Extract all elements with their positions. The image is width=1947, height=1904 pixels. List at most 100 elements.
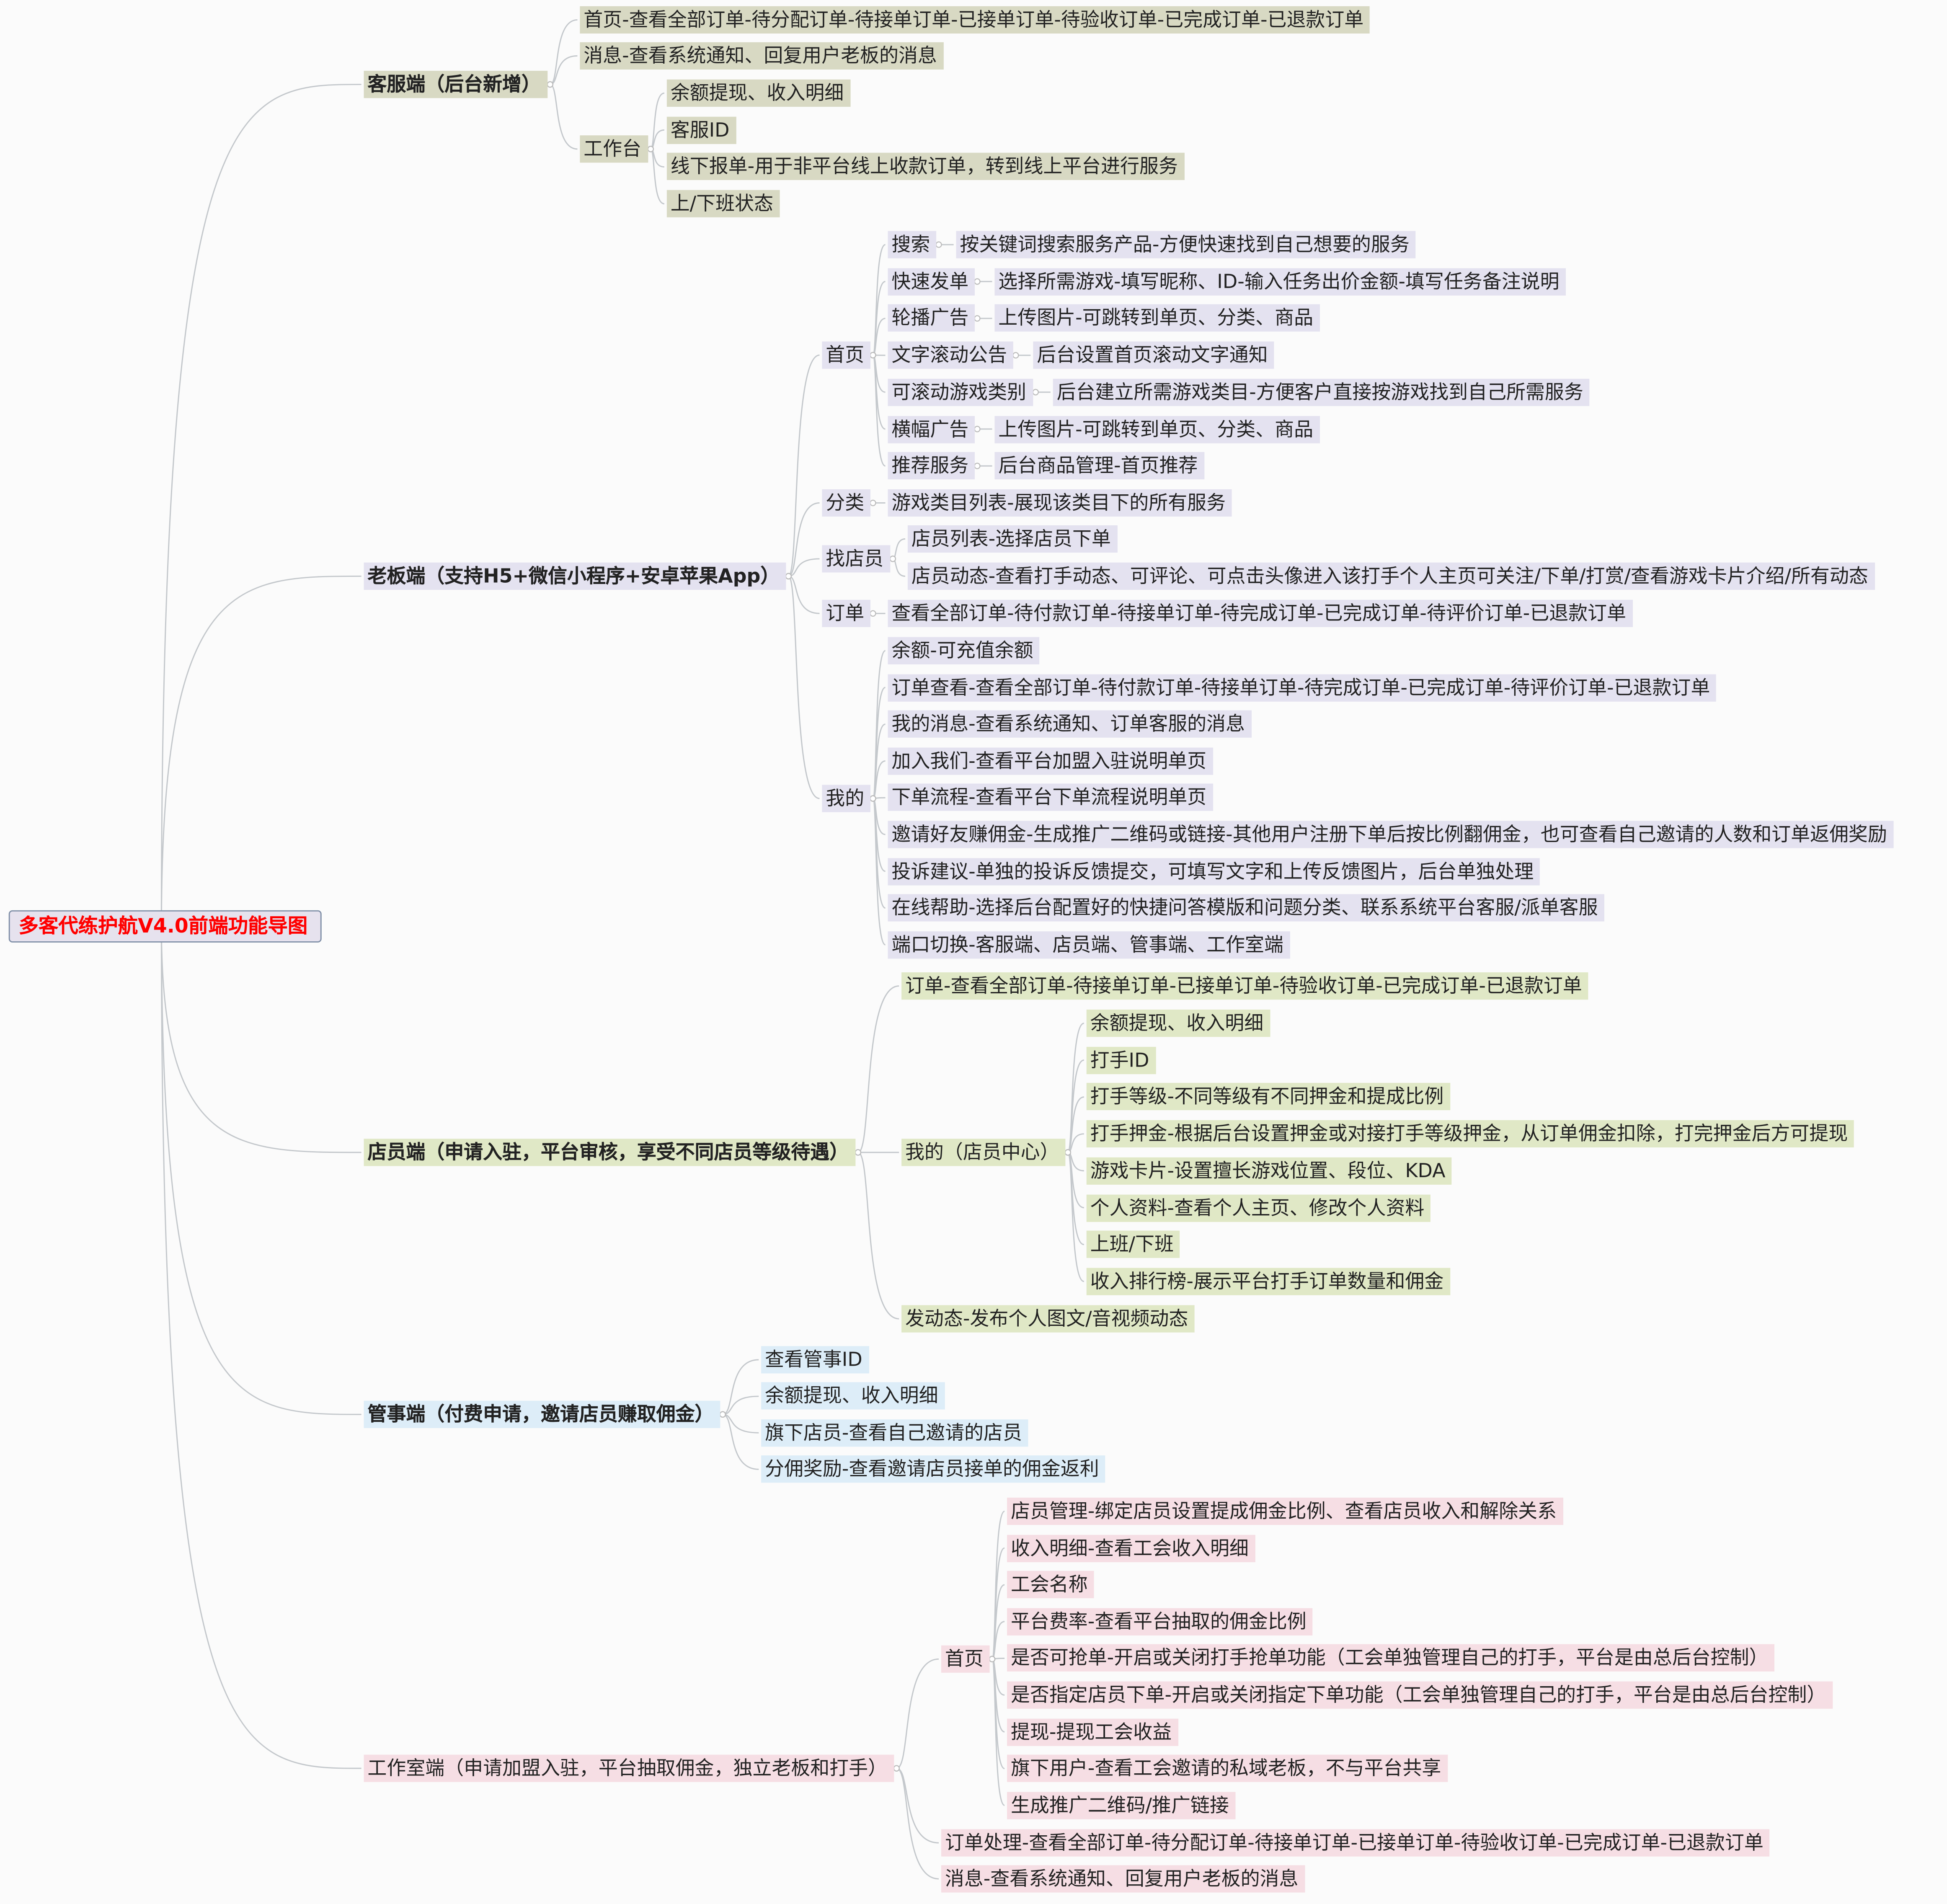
subtopic[interactable]: 轮播广告	[888, 305, 975, 332]
leaf-topic[interactable]: 旗下用户-查看工会邀请的私域老板，不与平台共享	[1007, 1755, 1448, 1783]
subtopic[interactable]: 订单	[822, 599, 871, 627]
leaf-topic[interactable]: 线下报单-用于非平台线上收款订单，转到线上平台进行服务	[666, 153, 1184, 181]
connector-line	[896, 1658, 939, 1769]
collapse-toggle-icon[interactable]	[547, 81, 553, 88]
leaf-topic[interactable]: 首页-查看全部订单-待分配订单-待接单订单-已接单订单-待验收订单-已完成订单-…	[580, 6, 1370, 34]
leaf-topic[interactable]: 旗下店员-查看自己邀请的店员	[761, 1419, 1028, 1447]
connector-line	[722, 1413, 759, 1470]
collapse-toggle-icon[interactable]	[719, 1411, 726, 1418]
connector-line	[992, 1658, 1005, 1733]
leaf-topic[interactable]: 后台建立所需游戏类目-方便客户直接按游戏找到自己所需服务	[1053, 378, 1590, 406]
leaf-topic[interactable]: 后台设置首页滚动文字通知	[1033, 341, 1274, 369]
leaf-topic[interactable]: 是否可抢单-开启或关闭打手抢单功能（工会单独管理自己的打手，平台是由总后台控制）	[1007, 1644, 1775, 1672]
subtopic[interactable]: 分类	[822, 489, 871, 517]
collapse-toggle-icon[interactable]	[974, 426, 981, 432]
subtopic[interactable]: 横幅广告	[888, 415, 975, 443]
leaf-topic[interactable]: 提现-提现工会收益	[1007, 1718, 1178, 1746]
subtopic[interactable]: 可滚动游戏类别	[888, 378, 1033, 406]
leaf-topic[interactable]: 余额提现、收入明细	[761, 1382, 945, 1410]
branch-topic[interactable]: 工作室端（申请加盟入驻，平台抽取佣金，独立老板和打手）	[364, 1754, 893, 1782]
collapse-toggle-icon[interactable]	[1032, 389, 1039, 395]
collapse-toggle-icon[interactable]	[870, 795, 876, 802]
leaf-topic[interactable]: 邀请好友赚佣金-生成推广二维码或链接-其他用户注册下单后按比例翻佣金，也可查看自…	[888, 821, 1893, 848]
collapse-toggle-icon[interactable]	[870, 352, 876, 359]
leaf-topic[interactable]: 店员管理-绑定店员设置提成佣金比例、查看店员收入和解除关系	[1007, 1497, 1563, 1525]
leaf-topic[interactable]: 余额提现、收入明细	[1086, 1009, 1270, 1037]
leaf-topic[interactable]: 游戏类目列表-展现该类目下的所有服务	[888, 489, 1232, 517]
connector-line	[550, 84, 578, 150]
leaf-topic[interactable]: 收入明细-查看工会收入明细	[1007, 1534, 1255, 1562]
leaf-topic[interactable]: 游戏卡片-设置擅长游戏位置、段位、KDA	[1086, 1157, 1452, 1185]
branch-topic[interactable]: 老板端（支持H5+微信小程序+安卓苹果App）	[364, 562, 786, 590]
leaf-topic[interactable]: 分佣奖励-查看邀请店员接单的佣金返利	[761, 1455, 1105, 1483]
collapse-toggle-icon[interactable]	[974, 462, 981, 469]
subtopic[interactable]: 我的（店员中心）	[901, 1139, 1066, 1166]
leaf-topic[interactable]: 上传图片-可跳转到单页、分类、商品	[994, 305, 1320, 332]
leaf-topic[interactable]: 客服ID	[666, 116, 736, 144]
connector-line	[992, 1511, 1005, 1660]
leaf-topic[interactable]: 上班/下班	[1086, 1231, 1180, 1258]
leaf-topic[interactable]: 后台商品管理-首页推荐	[994, 452, 1204, 480]
collapse-toggle-icon[interactable]	[989, 1656, 996, 1663]
leaf-topic[interactable]: 选择所需游戏-填写昵称、ID-输入任务出价金额-填写任务备注说明	[994, 268, 1566, 295]
connector-line	[857, 1152, 899, 1320]
connector-line	[160, 575, 362, 927]
leaf-topic[interactable]: 我的消息-查看系统通知、订单客服的消息	[888, 710, 1251, 738]
leaf-topic[interactable]: 端口切换-客服端、店员端、管事端、工作室端	[888, 931, 1290, 958]
leaf-topic[interactable]: 消息-查看系统通知、回复用户老板的消息	[580, 42, 943, 70]
leaf-topic[interactable]: 加入我们-查看平台加盟入驻说明单页	[888, 747, 1213, 775]
root-topic[interactable]: 多客代练护航V4.0前端功能导图	[8, 910, 321, 943]
leaf-topic[interactable]: 工会名称	[1007, 1571, 1094, 1599]
leaf-topic[interactable]: 上/下班状态	[666, 190, 780, 218]
collapse-toggle-icon[interactable]	[855, 1149, 862, 1156]
leaf-topic[interactable]: 是否指定店员下单-开启或关闭指定下单功能（工会单独管理自己的打手，平台是由总后台…	[1007, 1681, 1833, 1709]
subtopic[interactable]: 文字滚动公告	[888, 341, 1013, 369]
leaf-topic[interactable]: 打手ID	[1086, 1046, 1156, 1074]
subtopic[interactable]: 搜索	[888, 231, 937, 258]
subtopic[interactable]: 首页	[822, 341, 871, 369]
collapse-toggle-icon[interactable]	[893, 1765, 900, 1772]
connector-line	[857, 985, 899, 1153]
collapse-toggle-icon[interactable]	[974, 278, 981, 285]
leaf-topic[interactable]: 查看管事ID	[761, 1346, 869, 1374]
collapse-toggle-icon[interactable]	[870, 499, 876, 506]
collapse-toggle-icon[interactable]	[935, 241, 942, 248]
subtopic[interactable]: 首页	[941, 1645, 990, 1673]
leaf-topic[interactable]: 发动态-发布个人图文/音视频动态	[901, 1305, 1195, 1333]
leaf-topic[interactable]: 下单流程-查看平台下单流程说明单页	[888, 784, 1213, 811]
leaf-topic[interactable]: 消息-查看系统通知、回复用户老板的消息	[941, 1865, 1305, 1893]
leaf-topic[interactable]: 店员列表-选择店员下单	[907, 525, 1117, 553]
branch-topic[interactable]: 管事端（付费申请，邀请店员赚取佣金）	[364, 1400, 720, 1428]
leaf-topic[interactable]: 订单-查看全部订单-待接单订单-已接单订单-待验收订单-已完成订单-已退款订单	[901, 972, 1588, 1000]
subtopic[interactable]: 我的	[822, 785, 871, 812]
collapse-toggle-icon[interactable]	[974, 315, 981, 322]
collapse-toggle-icon[interactable]	[647, 146, 654, 152]
branch-topic[interactable]: 客服端（后台新增）	[364, 70, 547, 98]
collapse-toggle-icon[interactable]	[870, 610, 876, 617]
collapse-toggle-icon[interactable]	[1064, 1149, 1072, 1156]
leaf-topic[interactable]: 个人资料-查看个人主页、修改个人资料	[1086, 1194, 1431, 1222]
subtopic[interactable]: 快速发单	[888, 268, 975, 295]
leaf-topic[interactable]: 在线帮助-选择后台配置好的快捷问答模版和问题分类、联系系统平台客服/派单客服	[888, 894, 1604, 922]
leaf-topic[interactable]: 订单处理-查看全部订单-待分配订单-待接单订单-已接单订单-待验收订单-已完成订…	[941, 1829, 1770, 1857]
leaf-topic[interactable]: 余额-可充值余额	[888, 637, 1040, 664]
leaf-topic[interactable]: 按关键词搜索服务产品-方便快速找到自己想要的服务	[956, 231, 1416, 258]
leaf-topic[interactable]: 平台费率-查看平台抽取的佣金比例	[1007, 1608, 1313, 1635]
collapse-toggle-icon[interactable]	[1012, 352, 1019, 359]
leaf-topic[interactable]: 投诉建议-单独的投诉反馈提交，可填写文字和上传反馈图片，后台单独处理	[888, 858, 1540, 885]
leaf-topic[interactable]: 订单查看-查看全部订单-待付款订单-待接单订单-待完成订单-已完成订单-待评价订…	[888, 674, 1717, 701]
subtopic[interactable]: 推荐服务	[888, 452, 975, 480]
collapse-toggle-icon[interactable]	[889, 555, 896, 562]
leaf-topic[interactable]: 收入排行榜-展示平台打手订单数量和佣金	[1086, 1268, 1450, 1295]
subtopic[interactable]: 找店员	[822, 545, 890, 573]
leaf-topic[interactable]: 余额提现、收入明细	[666, 79, 850, 107]
leaf-topic[interactable]: 上传图片-可跳转到单页、分类、商品	[994, 415, 1320, 443]
leaf-topic[interactable]: 打手等级-不同等级有不同押金和提成比例	[1086, 1083, 1450, 1111]
leaf-topic[interactable]: 查看全部订单-待付款订单-待接单订单-待完成订单-已完成订单-待评价订单-已退款…	[888, 599, 1632, 627]
leaf-topic[interactable]: 店员动态-查看打手动态、可评论、可点击头像进入该打手个人主页可关注/下单/打赏/…	[907, 562, 1875, 590]
collapse-toggle-icon[interactable]	[785, 573, 792, 580]
branch-topic[interactable]: 店员端（申请入驻，平台审核，享受不同店员等级待遇）	[364, 1139, 855, 1166]
subtopic[interactable]: 工作台	[580, 135, 648, 163]
leaf-topic[interactable]: 打手押金-根据后台设置押金或对接打手等级押金，从订单佣金扣除，打完押金后方可提现	[1086, 1120, 1854, 1148]
leaf-topic[interactable]: 生成推广二维码/推广链接	[1007, 1791, 1235, 1819]
